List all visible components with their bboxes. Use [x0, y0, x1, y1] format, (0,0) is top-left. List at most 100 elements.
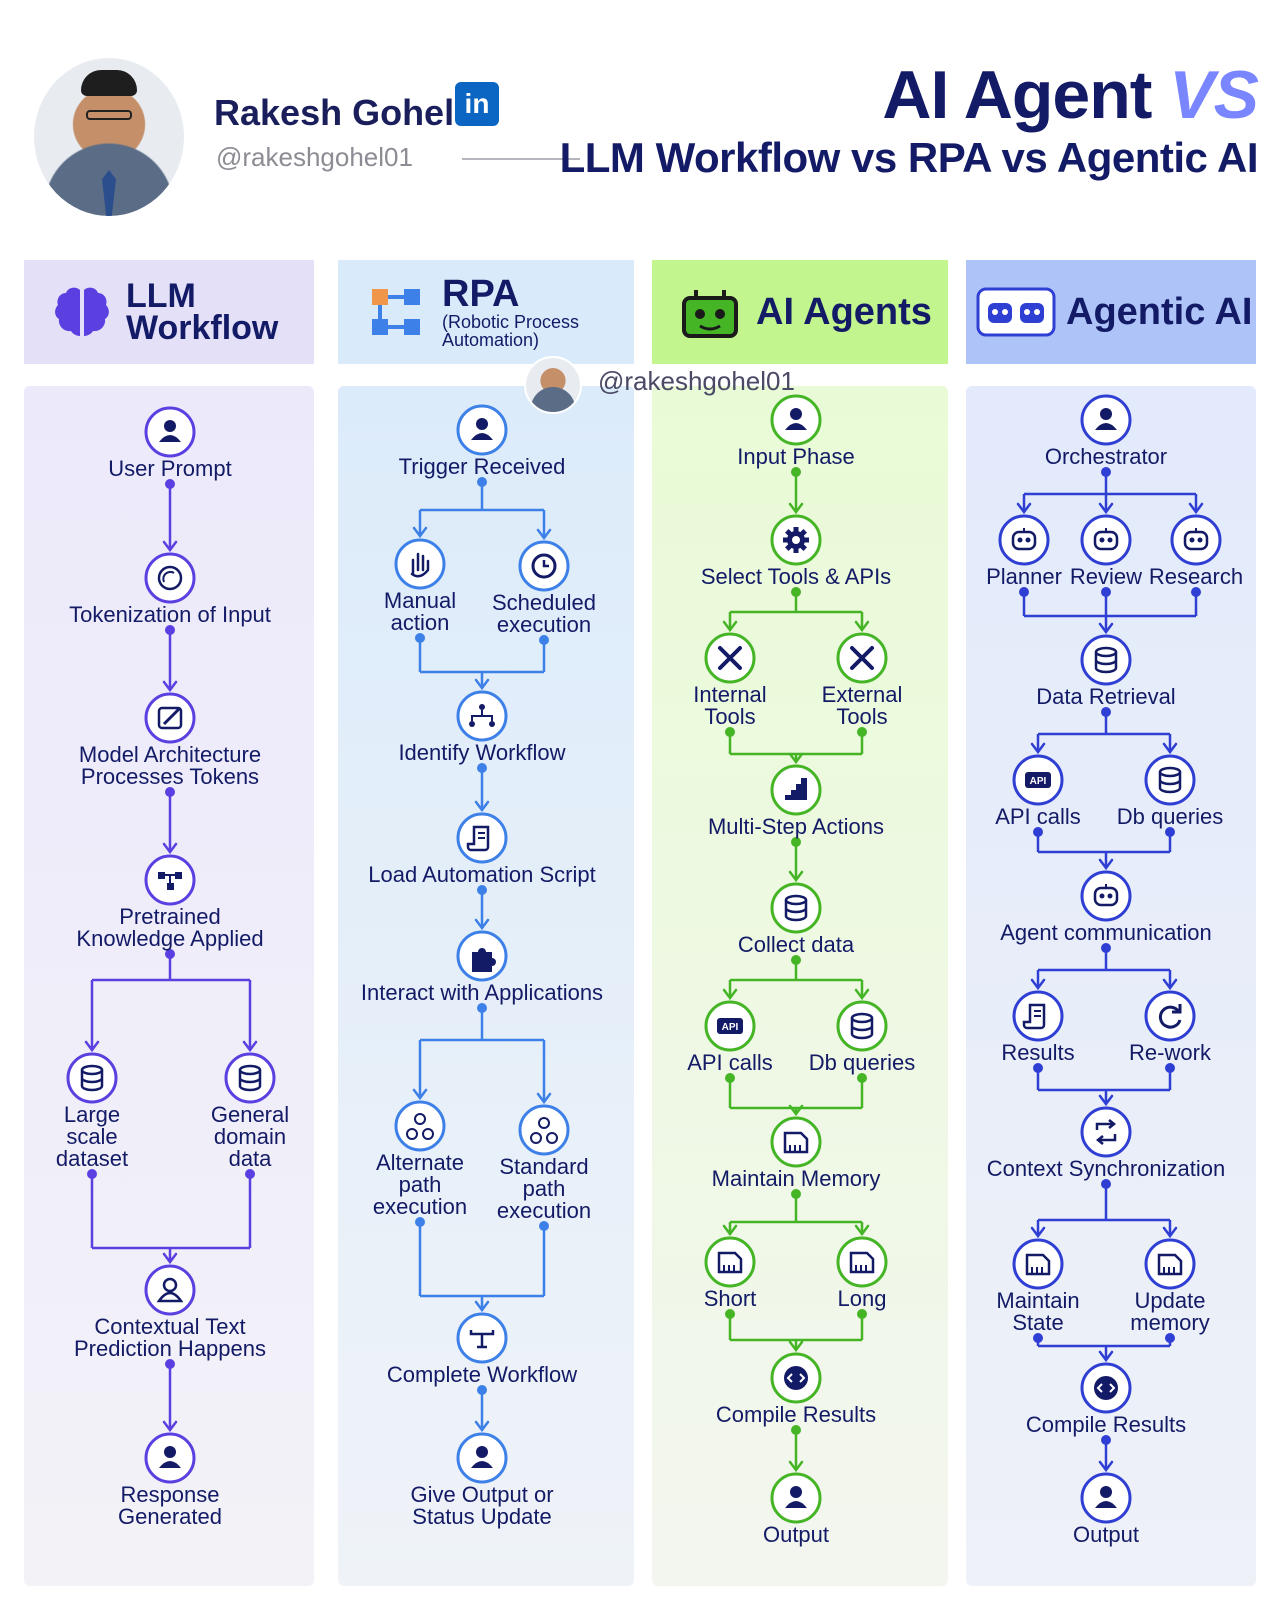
node-agentic-re-work: Re-work — [1129, 990, 1212, 1065]
node-agentic-orchestrator: Orchestrator — [1045, 394, 1167, 469]
node-label: domain — [214, 1124, 286, 1149]
node-label: action — [391, 610, 450, 635]
flow-icon — [469, 704, 495, 727]
database-icon — [80, 1064, 104, 1092]
node-rpa-complete: Complete Workflow — [387, 1312, 577, 1387]
node-label: Context Synchronization — [987, 1156, 1225, 1181]
user-outline-icon — [156, 1277, 184, 1303]
node-label: Standard — [499, 1154, 588, 1179]
header: Rakesh Gohel in @rakeshgohel01 AI Agent … — [0, 0, 1280, 240]
flow-connector — [412, 1003, 552, 1105]
node-circle — [1080, 870, 1132, 922]
node-circle — [1080, 514, 1132, 566]
node-rpa-identify: Identify Workflow — [398, 690, 566, 765]
user-icon — [785, 408, 807, 430]
user-icon — [471, 418, 493, 440]
flow-connector — [162, 625, 178, 693]
node-label: scale — [66, 1124, 117, 1149]
script-icon — [466, 825, 490, 852]
node-label: Research — [1149, 564, 1243, 589]
node-agents-collect-data: Collect data — [738, 882, 855, 957]
node-circle — [394, 538, 446, 590]
node-label: execution — [497, 612, 591, 637]
flow-connector — [412, 477, 552, 541]
node-label: Multi-Step Actions — [708, 814, 884, 839]
refresh-icon — [1158, 1004, 1182, 1029]
brain-icon — [55, 287, 109, 336]
node-agentic-data-retrieval: Data Retrieval — [1036, 634, 1176, 709]
script-icon — [1022, 1003, 1046, 1030]
flow-connector — [415, 633, 549, 691]
node-llm-user-prompt: User Prompt — [108, 406, 232, 481]
watermark-avatar — [524, 356, 582, 414]
column-title-agents: AI Agents — [756, 290, 932, 333]
svg-text:API: API — [722, 1022, 739, 1033]
flow-connector — [788, 1425, 804, 1473]
flow-connector — [788, 467, 804, 515]
column-subtitle-rpa-line2: Automation) — [442, 330, 540, 350]
user-icon — [159, 1446, 181, 1468]
flow-connector — [415, 1217, 549, 1313]
flow-connector — [84, 949, 258, 1053]
column-header-llm: LLM Workflow — [24, 260, 314, 364]
database-icon — [1158, 766, 1182, 794]
node-agents-input-phase: Input Phase — [737, 394, 855, 469]
node-label: Model Architecture — [79, 742, 261, 767]
node-circle — [1144, 1238, 1196, 1290]
user-icon — [1095, 1486, 1117, 1508]
page-title: AI Agent VS — [882, 57, 1259, 133]
column-title-llm-line1: LLM — [126, 277, 196, 315]
node-label: Compile Results — [716, 1402, 876, 1427]
node-label: Agent communication — [1000, 920, 1212, 945]
steps-icon — [785, 778, 807, 800]
node-label: dataset — [56, 1146, 128, 1171]
puzzle-icon — [472, 948, 496, 972]
node-label: Tokenization of Input — [69, 602, 271, 627]
linkedin-icon[interactable]: in — [455, 82, 499, 126]
node-agents-compile: Compile Results — [716, 1352, 876, 1427]
node-label: Knowledge Applied — [76, 926, 263, 951]
bot-icon — [1011, 528, 1037, 551]
flow-connector — [1033, 1063, 1175, 1107]
node-label: path — [523, 1176, 566, 1201]
flow-connector — [1030, 1179, 1178, 1239]
node-agents-output: Output — [763, 1472, 829, 1547]
api-icon: API — [1025, 772, 1051, 788]
node-agents-maintain-memory: Maintain Memory — [712, 1116, 880, 1191]
node-label: Select Tools & APIs — [701, 564, 891, 589]
memory-icon — [1157, 1253, 1183, 1276]
user-icon — [159, 420, 181, 442]
node-label: State — [1012, 1310, 1063, 1335]
database-icon — [238, 1064, 262, 1092]
node-label: Internal — [693, 682, 766, 707]
node-circle — [998, 514, 1050, 566]
robots-icon — [976, 287, 1056, 337]
node-label: Planner — [986, 564, 1062, 589]
node-circle — [1170, 514, 1222, 566]
node-rpa-interact: Interact with Applications — [361, 930, 603, 1005]
node-circle — [224, 1052, 276, 1104]
node-label: Response — [120, 1482, 219, 1507]
flow-connector — [162, 787, 178, 855]
node-label: User Prompt — [108, 456, 231, 481]
bot-icon — [1093, 528, 1119, 551]
node-agents-long: Long — [836, 1236, 888, 1311]
node-label: Pretrained — [119, 904, 221, 929]
node-circle — [1144, 754, 1196, 806]
node-label: execution — [497, 1198, 591, 1223]
node-label: Processes Tokens — [81, 764, 259, 789]
flow-connector — [1098, 1435, 1114, 1473]
process-icon — [372, 289, 420, 335]
node-label: Update — [1135, 1288, 1206, 1313]
flow-connector — [87, 1169, 255, 1265]
clock-icon — [531, 553, 557, 579]
column-body-rpa — [338, 386, 634, 1586]
